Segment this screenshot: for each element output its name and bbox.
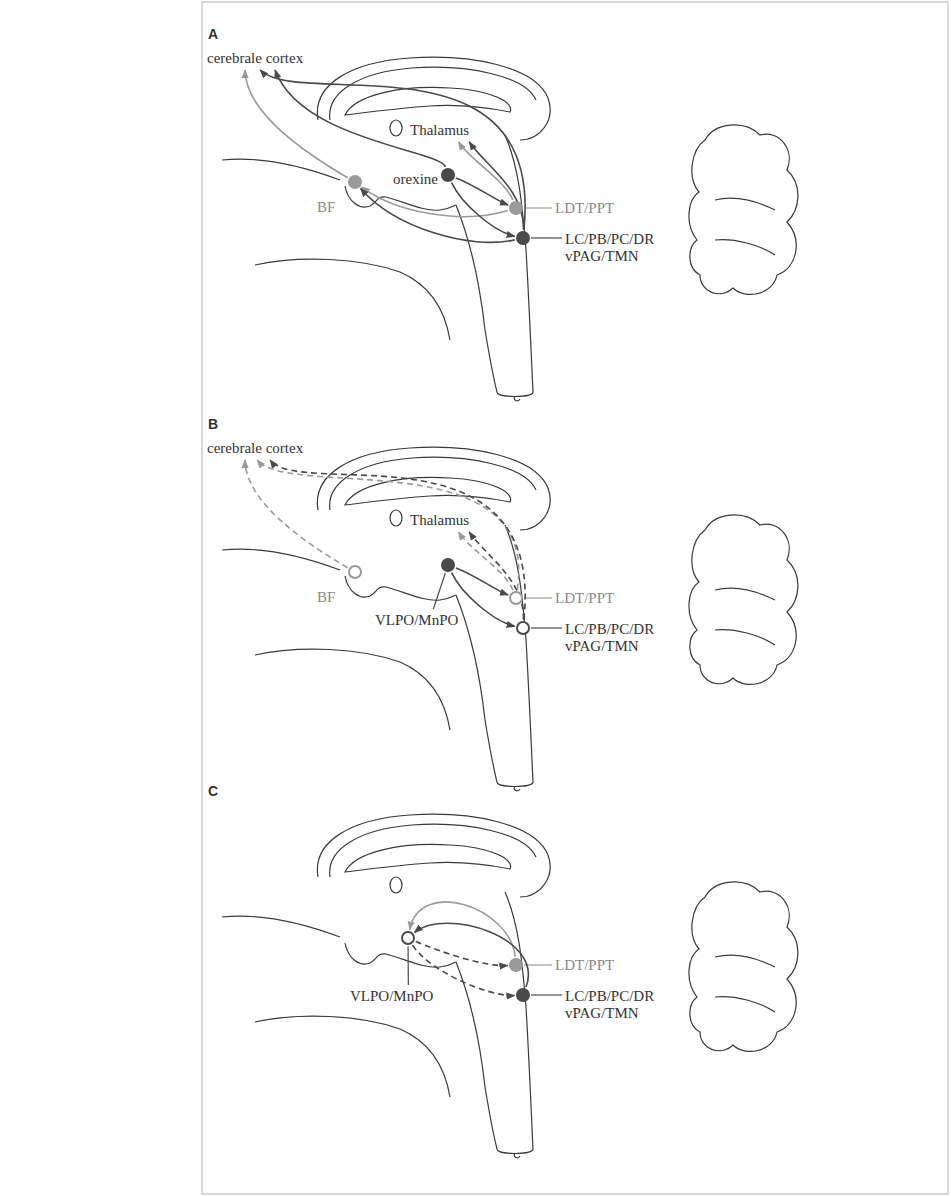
nucleus-circle: LDT/PPT bbox=[509, 591, 523, 605]
nucleus-circle: BF bbox=[348, 175, 362, 189]
panel-letter: C bbox=[208, 783, 218, 799]
projection-arrow bbox=[452, 183, 515, 237]
leader-line bbox=[407, 946, 408, 985]
projection-arrow bbox=[415, 923, 529, 987]
nucleus-label: LC/PB/PC/DR vPAG/TMN bbox=[565, 988, 682, 1022]
projection-arrow bbox=[260, 70, 525, 230]
nucleus-label: VLPO/MnPO bbox=[375, 612, 458, 629]
nucleus-label: LDT/PPT bbox=[555, 590, 614, 607]
nucleus-label: LDT/PPT bbox=[555, 957, 614, 974]
nucleus-circle: LC/PB/PC/DR vPAG/TMN bbox=[516, 988, 530, 1002]
nucleus-label: LC/PB/PC/DR vPAG/TMN bbox=[565, 231, 682, 265]
nucleus-circle: orexine bbox=[441, 168, 455, 182]
region-label: Thalamus bbox=[408, 122, 471, 139]
brain-sketch bbox=[222, 57, 798, 401]
region-name: cerebrale cortex bbox=[207, 50, 303, 67]
leader-line bbox=[433, 573, 445, 609]
region-name: Thalamus bbox=[410, 122, 469, 139]
leader-line bbox=[531, 237, 562, 238]
brain-sketch bbox=[222, 814, 798, 1158]
nucleus-label: BF bbox=[317, 589, 335, 606]
projection-arrow bbox=[410, 902, 515, 957]
projection-arrow bbox=[245, 460, 348, 568]
projection-arrow bbox=[459, 142, 513, 200]
region-name: Thalamus bbox=[410, 512, 469, 529]
projection-arrow bbox=[469, 532, 523, 620]
region-name: cerebrale cortex bbox=[207, 440, 303, 457]
nucleus-circle: LDT/PPT bbox=[509, 201, 523, 215]
nucleus-circle: LDT/PPT bbox=[509, 958, 523, 972]
region-label: cerebrale cortex bbox=[205, 50, 305, 67]
leader-line bbox=[524, 207, 552, 208]
brain-sketch bbox=[222, 447, 798, 791]
nucleus-label: VLPO/MnPO bbox=[350, 988, 433, 1005]
nucleus-circle: VLPO/MnPO bbox=[441, 558, 455, 572]
leader-line bbox=[524, 597, 552, 598]
nucleus-label: LC/PB/PC/DR vPAG/TMN bbox=[565, 621, 682, 655]
region-label: cerebrale cortex bbox=[205, 440, 305, 457]
projection-arrow bbox=[270, 460, 525, 620]
nucleus-circle: LC/PB/PC/DR vPAG/TMN bbox=[516, 621, 530, 635]
figure-frame bbox=[202, 2, 948, 1194]
panel-letter: B bbox=[208, 416, 218, 432]
panel-letter: A bbox=[208, 26, 218, 42]
leader-line bbox=[531, 627, 562, 628]
nucleus-circle: VLPO/MnPO bbox=[401, 931, 415, 945]
leader-line bbox=[524, 964, 552, 965]
projection-arrow bbox=[257, 460, 519, 590]
projection-arrow bbox=[452, 573, 515, 627]
nucleus-circle: LC/PB/PC/DR vPAG/TMN bbox=[516, 231, 530, 245]
leader-line bbox=[531, 994, 562, 995]
nucleus-circle: BF bbox=[348, 565, 362, 579]
projection-arrow bbox=[459, 532, 513, 590]
nucleus-label: BF bbox=[317, 199, 335, 216]
nucleus-label: orexine bbox=[393, 171, 438, 188]
projection-arrow bbox=[362, 187, 508, 216]
region-label: Thalamus bbox=[408, 512, 471, 529]
nucleus-label: LDT/PPT bbox=[555, 200, 614, 217]
